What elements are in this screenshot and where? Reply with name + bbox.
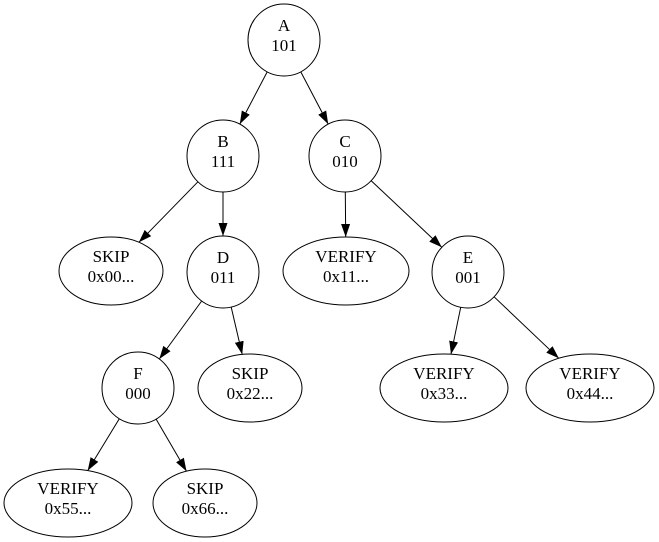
node-E-label-line1: E xyxy=(463,248,473,267)
edge-D-skip-0x22 xyxy=(230,306,244,355)
node-F-shape xyxy=(101,351,175,425)
node-verify-0x33: VERIFY0x33... xyxy=(379,353,509,423)
node-verify-0x44-shape xyxy=(525,353,655,423)
node-B-label-line2: 111 xyxy=(211,152,235,171)
node-verify-0x33-shape xyxy=(379,353,509,423)
node-skip-0x00-label-line1: SKIP xyxy=(93,247,130,266)
node-skip-0x22-label-line1: SKIP xyxy=(232,364,269,383)
edge-E-verify-0x33 xyxy=(449,307,462,355)
node-C-shape xyxy=(308,119,382,193)
node-skip-0x00-label-line2: 0x00... xyxy=(88,267,135,286)
node-D-label-line1: D xyxy=(217,248,229,267)
edge-F-verify-0x55 xyxy=(87,418,120,471)
node-skip-0x66: SKIP0x66... xyxy=(152,468,258,538)
node-B-label-line1: B xyxy=(217,132,228,151)
node-skip-0x00: SKIP0x00... xyxy=(58,236,164,306)
node-skip-0x00-shape xyxy=(58,236,164,306)
node-skip-0x66-shape xyxy=(152,468,258,538)
node-skip-0x66-label-line2: 0x66... xyxy=(182,499,229,518)
node-verify-0x55: VERIFY0x55... xyxy=(3,468,133,538)
node-skip-0x66-label-line1: SKIP xyxy=(187,479,224,498)
edge-D-F xyxy=(158,300,203,360)
node-E-shape xyxy=(431,235,505,309)
edge-C-E xyxy=(370,180,443,248)
node-B-shape xyxy=(186,119,260,193)
node-skip-0x22-label-line2: 0x22... xyxy=(227,384,274,403)
node-skip-0x22-shape xyxy=(197,353,303,423)
edge-F-skip-0x66 xyxy=(155,418,187,472)
node-verify-0x55-label-line1: VERIFY xyxy=(37,479,98,498)
node-F-label-line2: 000 xyxy=(125,384,151,403)
edge-A-C xyxy=(300,71,329,125)
node-verify-0x33-label-line2: 0x33... xyxy=(421,384,468,403)
node-verify-0x33-label-line1: VERIFY xyxy=(413,364,474,383)
node-verify-0x55-label-line2: 0x55... xyxy=(45,499,92,518)
node-verify-0x44: VERIFY0x44... xyxy=(525,353,655,423)
edge-E-verify-0x44 xyxy=(493,296,560,359)
node-verify-0x11-shape xyxy=(282,236,410,306)
edge-A-B xyxy=(239,71,268,125)
node-A-label-line1: A xyxy=(278,16,291,35)
node-layer: A101B111C010SKIP0x00...D011VERIFY0x11...… xyxy=(3,3,655,538)
node-A-label-line2: 101 xyxy=(271,36,297,55)
node-verify-0x55-shape xyxy=(3,468,133,538)
node-F-label-line1: F xyxy=(133,364,142,383)
node-verify-0x11-label-line1: VERIFY xyxy=(315,247,376,266)
node-verify-0x11: VERIFY0x11... xyxy=(282,236,410,306)
node-verify-0x44-label-line1: VERIFY xyxy=(559,364,620,383)
node-D-label-line2: 011 xyxy=(211,268,236,287)
node-D-shape xyxy=(186,235,260,309)
node-A-shape xyxy=(247,3,321,77)
node-E-label-line2: 001 xyxy=(455,268,481,287)
node-skip-0x22: SKIP0x22... xyxy=(197,353,303,423)
node-C-label-line2: 010 xyxy=(332,152,358,171)
node-verify-0x44-label-line2: 0x44... xyxy=(567,384,614,403)
node-verify-0x11-label-line2: 0x11... xyxy=(323,267,369,286)
edge-B-skip-0x00 xyxy=(138,181,199,243)
node-C-label-line1: C xyxy=(339,132,350,151)
edge-layer xyxy=(87,71,560,472)
